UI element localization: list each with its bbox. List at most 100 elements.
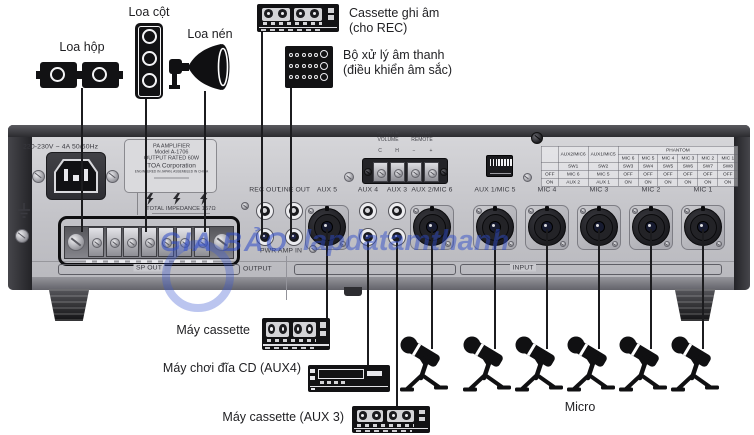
remote-terminal-plus: + (429, 148, 433, 154)
rca-jack-ring (288, 205, 299, 216)
xlr-jack-ring (418, 213, 446, 241)
nameplate-line5: ENGINEERED IN JAPAN, ASSEMBLED IN CHINA (134, 170, 209, 174)
sp-out-terminal (193, 227, 210, 257)
screw-icon (560, 241, 566, 247)
chassis-top-strip (8, 125, 750, 137)
connector-line (702, 229, 704, 349)
xlr-plug-highlight (324, 224, 327, 227)
screw-icon (632, 208, 638, 214)
dip-tick (510, 159, 512, 166)
microphone-icon (617, 332, 673, 394)
xlr-plug-highlight (596, 224, 599, 227)
reel (388, 411, 398, 420)
xlr-jack-label: MIC 3 (589, 186, 609, 194)
xlr-latch-notch (430, 206, 434, 211)
dip-label-row (490, 172, 511, 174)
counter-window (419, 416, 426, 422)
processor-small-knob (289, 63, 294, 68)
rca-jack-center (394, 234, 399, 239)
reel (295, 9, 305, 19)
reel (267, 324, 276, 335)
speaker-cone (141, 73, 157, 88)
rca-plug-highlight (292, 235, 294, 237)
screw-icon (180, 238, 190, 248)
microphone-icon (669, 332, 725, 394)
rca-jack-ring (259, 205, 270, 216)
button-row (266, 339, 316, 343)
rca-plug-highlight (395, 235, 397, 237)
base-line (258, 26, 338, 29)
audio-processor-icon (285, 46, 333, 88)
switch-table-cell: AUX2/MIC6 (557, 146, 589, 163)
rca-jack (359, 202, 377, 220)
screw-icon (105, 169, 119, 183)
remote-terminal-block (362, 158, 448, 184)
reel-hub (281, 327, 285, 331)
xlr-jack-center (425, 220, 438, 233)
counter-window (320, 330, 326, 337)
xlr-plug-highlight (700, 224, 703, 227)
screw-icon (92, 238, 102, 248)
processor-small-knob (301, 52, 306, 57)
chassis-left-cap (8, 125, 32, 290)
dip-switch (486, 155, 513, 177)
microphone-svg (400, 336, 448, 392)
reel-window (387, 409, 414, 422)
nameplate-content: PA AMPLIFIER Model A-1706 OUTPUT RATED 6… (125, 143, 216, 192)
rca-jack-center (365, 208, 370, 213)
switch-table-cell: ON (717, 178, 738, 187)
cd-power-dot (311, 388, 315, 391)
rca-jack (256, 202, 274, 220)
reel (310, 9, 319, 19)
screw-icon (127, 238, 138, 248)
label-loa-hop: Loa hộp (59, 40, 105, 54)
power-remote-label-1: POWER (412, 130, 432, 136)
speaker-cone (141, 29, 157, 44)
xlr-jack-label: AUX 2/MIC 6 (411, 186, 453, 194)
lightning-icon (146, 193, 154, 205)
connector-line (494, 229, 496, 349)
rca-jack (285, 228, 303, 246)
cd-tray-slot (317, 368, 364, 380)
screw-icon (67, 233, 85, 251)
rca-jack-ring (391, 231, 402, 242)
base-line (263, 343, 329, 346)
reel-hub (391, 413, 395, 417)
screw-icon (377, 168, 386, 178)
microphone-icon (513, 332, 569, 394)
lightning-icon (200, 193, 208, 205)
reel-hub (296, 327, 300, 331)
xlr-latch-notch (701, 206, 705, 211)
box-speaker-icon (78, 62, 123, 88)
rca-jack-center (394, 208, 399, 213)
reel (294, 324, 302, 335)
processor-small-knob (295, 74, 300, 79)
nameplate-line2: Model A-1706 (154, 149, 189, 155)
sp-out-label: SP OUT (133, 264, 165, 272)
processor-small-knob (301, 63, 306, 68)
cd-base-line (309, 385, 389, 387)
xlr-jack-label: AUX 1/MIC 5 (474, 186, 516, 194)
ac-inlet-pin (64, 169, 68, 181)
counter-window (320, 322, 326, 328)
power-rating-label: 220-230V ~ 4A 50/60Hz (23, 143, 99, 151)
screw-icon (476, 208, 482, 214)
connector-line (81, 88, 83, 232)
connector-line (546, 229, 548, 349)
reel-window (266, 322, 290, 337)
processor-small-knob (307, 74, 313, 79)
counter-window (327, 15, 335, 20)
processor-small-knob (301, 74, 306, 79)
xlr-plug-highlight (429, 224, 432, 227)
screw-icon (308, 208, 314, 214)
reel (305, 324, 314, 335)
dip-tick (507, 159, 509, 166)
amplifier-foot-middle (344, 287, 362, 296)
connector-line (396, 237, 398, 406)
horn-speaker-icon (169, 44, 230, 90)
screw-icon (213, 233, 231, 251)
processor-small-knob (314, 74, 319, 79)
dip-tick (489, 159, 492, 166)
connector-line (431, 229, 433, 349)
